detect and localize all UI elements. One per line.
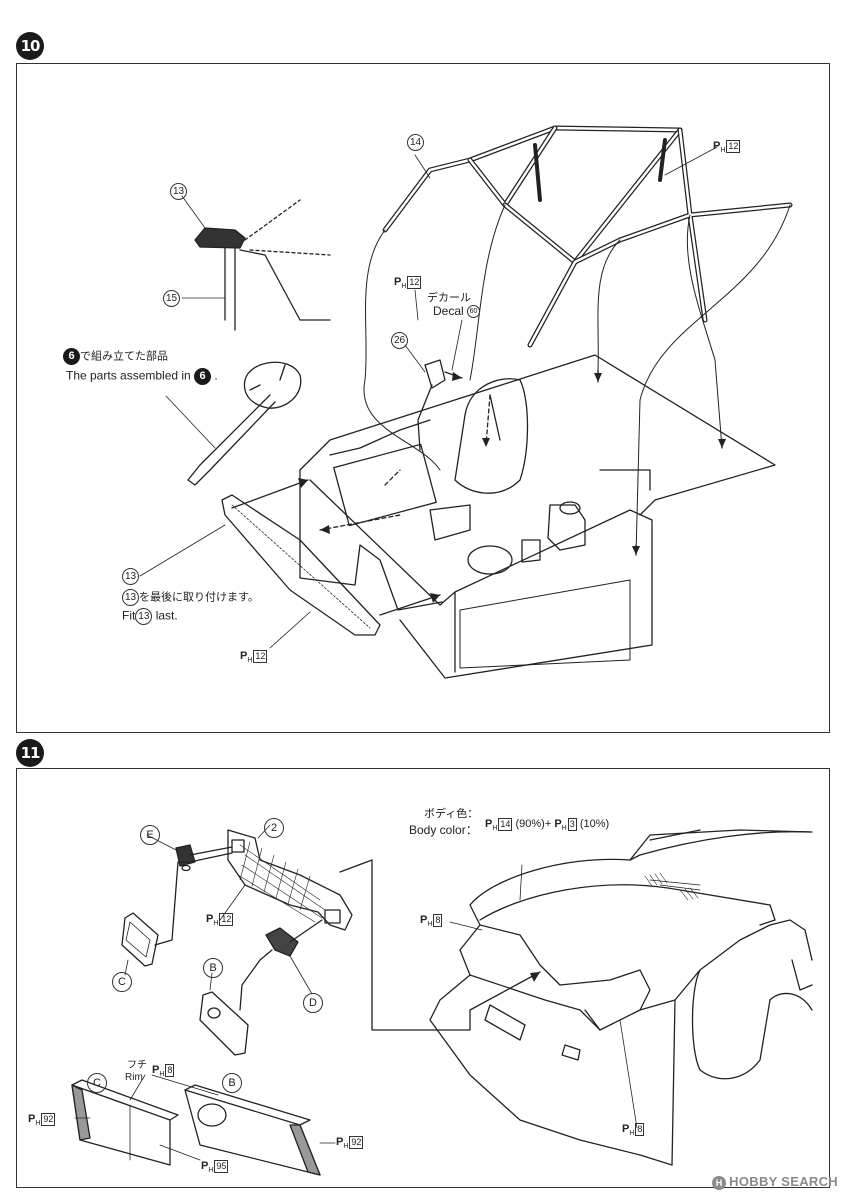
- step11-label-E: E: [140, 825, 160, 845]
- body-color-jp: ボディ色：: [424, 808, 479, 820]
- body-color-en: Body color：: [409, 823, 478, 837]
- rim-label-jp: フチ: [127, 1060, 147, 1071]
- step10-part26-label: 26: [391, 332, 408, 349]
- step-10-number: 10: [16, 32, 44, 60]
- step11-label-2: 2: [264, 818, 284, 838]
- step10-part14-label: 14: [407, 134, 424, 151]
- hobby-search-logo-icon: H: [712, 1176, 727, 1190]
- step10-part15-label: 15: [163, 290, 180, 307]
- step-10-panel: [16, 63, 830, 733]
- step-10-illustration: [139, 125, 793, 679]
- step11-label-B: B: [203, 958, 223, 978]
- assembled-parts-note-en: The parts assembled in 6 .: [66, 368, 218, 385]
- step11-label-D: D: [303, 993, 323, 1013]
- step11-label-C: C: [112, 972, 132, 992]
- decal-label-jp: デカール: [427, 292, 471, 304]
- rim-label-en: Rim: [125, 1072, 143, 1083]
- detail-label-B: B: [222, 1073, 242, 1093]
- step10-part13-top-label: 13: [170, 183, 187, 200]
- decal-label-en: Decal 60: [433, 304, 481, 319]
- step10-part13-callout: 13: [122, 568, 139, 585]
- detail-label-C: C: [87, 1073, 107, 1093]
- step-11-number: 11: [16, 739, 44, 767]
